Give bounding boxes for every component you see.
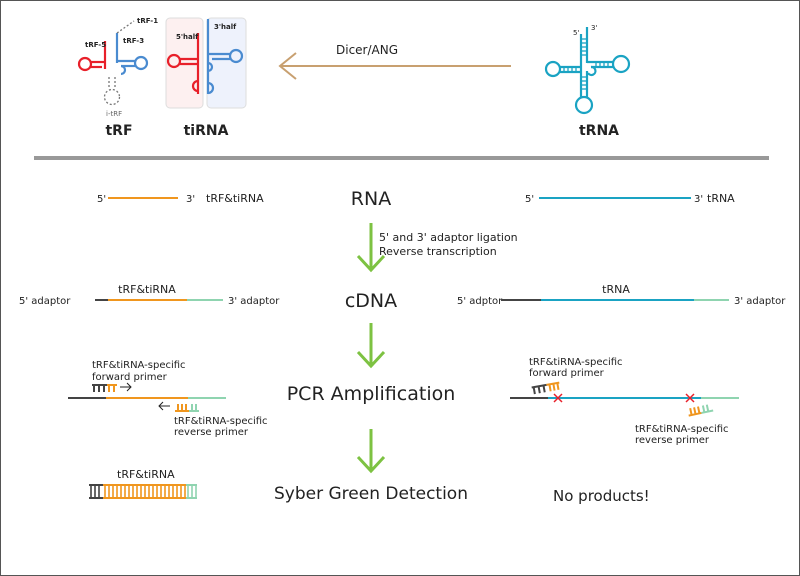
no-products-label: No products! <box>553 487 650 505</box>
right-fwd-primer-label-2: forward primer <box>529 368 605 379</box>
step-arrow-icon <box>356 323 386 369</box>
tirna-title: tiRNA <box>184 123 229 139</box>
rt-step-text: Reverse transcription <box>379 245 497 258</box>
trna-3-end: 3' <box>591 24 597 32</box>
right-rev-primer-label-1: tRF&tiRNA-specific <box>635 424 729 435</box>
tirna-structure <box>166 19 244 95</box>
cdna-right-3-adaptor: 3' adaptor <box>734 296 786 307</box>
rna-left-3-end: 3' <box>186 194 195 205</box>
left-forward-primer <box>92 382 132 392</box>
right-reverse-primer <box>688 404 714 417</box>
right-rev-primer-label-2: reverse primer <box>635 435 710 446</box>
trf3-label: tRF-3 <box>123 37 144 45</box>
step-arrow-icon <box>356 223 386 273</box>
rna-left-5-end: 5' <box>97 194 106 205</box>
double-stranded-product <box>89 484 197 499</box>
cdna-step-label: cDNA <box>345 290 397 312</box>
dicer-arrow <box>278 52 511 80</box>
rna-step-label: RNA <box>351 188 391 210</box>
detection-step-label: Syber Green Detection <box>274 484 468 504</box>
left-rev-primer-label-2: reverse primer <box>174 427 249 438</box>
left-rev-primer-label-1: tRF&tiRNA-specific <box>174 416 268 427</box>
tirna-3half-label: 3'half <box>214 23 237 31</box>
ligation-step-text: 5' and 3' adaptor ligation <box>379 231 518 244</box>
section-divider <box>34 156 769 160</box>
left-fwd-primer-label-2: forward primer <box>92 372 168 383</box>
trna-structure <box>544 27 631 115</box>
product-name: tRF&tiRNA <box>117 468 175 481</box>
left-fwd-primer-label-1: tRF&tiRNA-specific <box>92 360 186 371</box>
trna-title: tRNA <box>579 123 619 139</box>
rna-right-3-end: 3' <box>694 194 703 205</box>
left-reverse-primer <box>158 401 199 412</box>
cdna-left-name: tRF&tiRNA <box>118 283 176 296</box>
cdna-right-5-adaptor: 5' adptor <box>457 296 503 307</box>
step-arrow-icon <box>356 429 386 474</box>
enzyme-label: Dicer/ANG <box>336 43 398 57</box>
trf5-label: tRF-5 <box>85 41 106 49</box>
rna-right-5-end: 5' <box>525 194 534 205</box>
cdna-right-name: tRNA <box>602 283 630 296</box>
trna-5-end: 5' <box>573 29 579 37</box>
cdna-left-3-adaptor: 3' adaptor <box>228 296 280 307</box>
trf-title: tRF <box>105 123 132 139</box>
pcr-step-label: PCR Amplification <box>287 383 456 405</box>
rna-left-name: tRF&tiRNA <box>206 192 264 205</box>
mismatch-x-icon <box>685 393 695 403</box>
itrf-label: i-tRF <box>106 110 122 118</box>
tirna-3half-box <box>206 17 247 109</box>
trf1-label: tRF-1 <box>137 17 158 25</box>
right-fwd-primer-label-1: tRF&tiRNA-specific <box>529 357 623 368</box>
rna-right-name: tRNA <box>707 192 735 205</box>
mismatch-x-icon <box>553 393 563 403</box>
right-forward-primer <box>531 381 560 395</box>
cdna-left-5-adaptor: 5' adaptor <box>19 296 71 307</box>
trf-structure <box>77 20 149 106</box>
tirna-5half-label: 5'half <box>176 33 199 41</box>
